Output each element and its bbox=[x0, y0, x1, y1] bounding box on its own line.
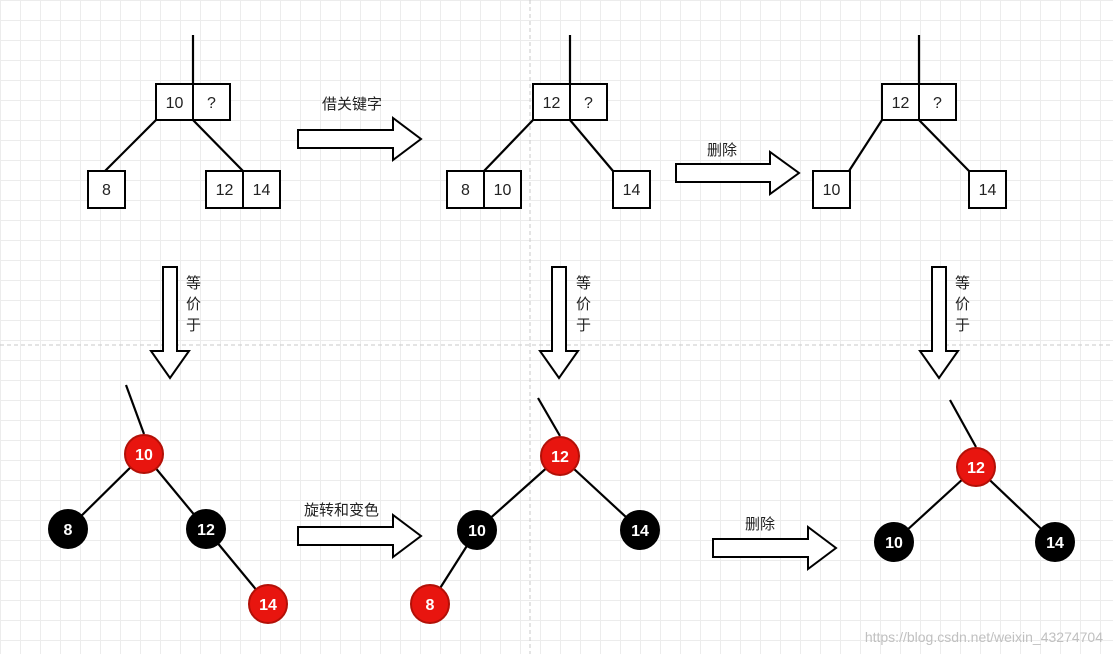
black-node bbox=[1035, 522, 1075, 562]
equivalent-char: 等 bbox=[576, 274, 591, 292]
arrow-label: 删除 bbox=[745, 515, 775, 533]
down-arrow-equivalent-1: 等 价 于 bbox=[149, 266, 201, 380]
parent-edge bbox=[537, 397, 561, 437]
key-box bbox=[87, 170, 126, 209]
equivalent-char: 价 bbox=[955, 295, 970, 313]
edge-left bbox=[483, 119, 534, 172]
arrow-delete-bottom: 删除 bbox=[712, 515, 838, 571]
node-label: 10 bbox=[468, 523, 486, 540]
arrow-label: 删除 bbox=[707, 141, 737, 159]
node-label: 14 bbox=[1046, 535, 1064, 552]
down-arrow-equivalent-2: 等 价 于 bbox=[538, 266, 591, 380]
black-node bbox=[874, 522, 914, 562]
key-box bbox=[968, 170, 1007, 209]
arrow-delete-top: 删除 bbox=[675, 141, 801, 196]
key-box bbox=[918, 83, 957, 121]
key-label: ? bbox=[207, 95, 216, 112]
down-arrow-equivalent-3: 等 价 于 bbox=[918, 266, 970, 380]
rbtree-3: 12 10 14 bbox=[874, 399, 1075, 562]
node-label: 10 bbox=[135, 447, 153, 464]
equivalent-char: 价 bbox=[576, 295, 591, 313]
key-label: 14 bbox=[253, 182, 271, 199]
rbtree-2: 12 10 14 8 bbox=[410, 397, 660, 624]
key-box bbox=[155, 83, 194, 121]
red-node bbox=[248, 584, 288, 624]
edge-left bbox=[104, 119, 157, 172]
equivalent-char: 价 bbox=[186, 295, 201, 313]
equivalent-char: 等 bbox=[955, 274, 970, 292]
parent-edge bbox=[949, 399, 977, 448]
rbtree-1: 10 8 12 14 bbox=[48, 384, 288, 624]
black-node bbox=[620, 510, 660, 550]
node-label: 8 bbox=[64, 522, 73, 539]
key-label: 8 bbox=[102, 182, 111, 199]
node-label: 12 bbox=[967, 460, 985, 477]
edge-right bbox=[569, 119, 614, 172]
key-box bbox=[532, 83, 571, 121]
key-label: 8 bbox=[461, 182, 470, 199]
node-label: 12 bbox=[197, 522, 215, 539]
btree-3: 12 ? 10 14 bbox=[812, 35, 1007, 209]
edge-left bbox=[848, 119, 883, 172]
equivalent-char: 于 bbox=[576, 316, 591, 334]
red-node bbox=[956, 447, 996, 487]
black-node bbox=[457, 510, 497, 550]
equivalent-char: 等 bbox=[186, 274, 201, 292]
black-node bbox=[48, 509, 88, 549]
key-label: 10 bbox=[823, 182, 841, 199]
black-node bbox=[186, 509, 226, 549]
equivalent-char: 于 bbox=[955, 316, 970, 334]
edge-right bbox=[192, 119, 244, 172]
edge-right bbox=[918, 119, 970, 172]
key-label: 14 bbox=[623, 182, 641, 199]
key-box bbox=[192, 83, 231, 121]
right-arrow-icon bbox=[712, 525, 838, 571]
right-arrow-icon bbox=[297, 116, 423, 162]
btree-1: 10 ? 8 12 14 bbox=[87, 35, 281, 209]
red-node bbox=[540, 436, 580, 476]
key-box bbox=[483, 170, 522, 209]
node-label: 10 bbox=[885, 535, 903, 552]
right-arrow-icon bbox=[675, 150, 801, 196]
key-label: 14 bbox=[979, 182, 997, 199]
equivalent-char: 于 bbox=[186, 316, 201, 334]
arrow-rotate-recolor: 旋转和变色 bbox=[297, 501, 423, 559]
arrow-label: 旋转和变色 bbox=[304, 501, 379, 519]
key-label: ? bbox=[933, 95, 942, 112]
key-box bbox=[569, 83, 608, 121]
down-arrow-icon bbox=[918, 266, 960, 380]
arrow-borrow-key: 借关键字 bbox=[297, 95, 423, 162]
node-label: 12 bbox=[551, 449, 569, 466]
key-box bbox=[612, 170, 651, 209]
node-label: 8 bbox=[426, 597, 435, 614]
key-box bbox=[812, 170, 851, 209]
parent-edge bbox=[124, 384, 146, 435]
key-label: ? bbox=[584, 95, 593, 112]
down-arrow-icon bbox=[149, 266, 191, 380]
arrow-label: 借关键字 bbox=[322, 95, 382, 113]
key-label: 10 bbox=[494, 182, 512, 199]
key-label: 12 bbox=[892, 95, 910, 112]
key-label: 12 bbox=[543, 95, 561, 112]
right-arrow-icon bbox=[297, 513, 423, 559]
btree-2: 12 ? 8 10 14 bbox=[446, 35, 651, 209]
key-box bbox=[881, 83, 920, 121]
red-node bbox=[410, 584, 450, 624]
key-box bbox=[242, 170, 281, 209]
down-arrow-icon bbox=[538, 266, 580, 380]
node-label: 14 bbox=[259, 597, 277, 614]
red-node bbox=[124, 434, 164, 474]
key-label: 10 bbox=[166, 95, 184, 112]
key-label: 12 bbox=[216, 182, 234, 199]
node-label: 14 bbox=[631, 523, 649, 540]
watermark: https://blog.csdn.net/weixin_43274704 bbox=[865, 629, 1103, 645]
